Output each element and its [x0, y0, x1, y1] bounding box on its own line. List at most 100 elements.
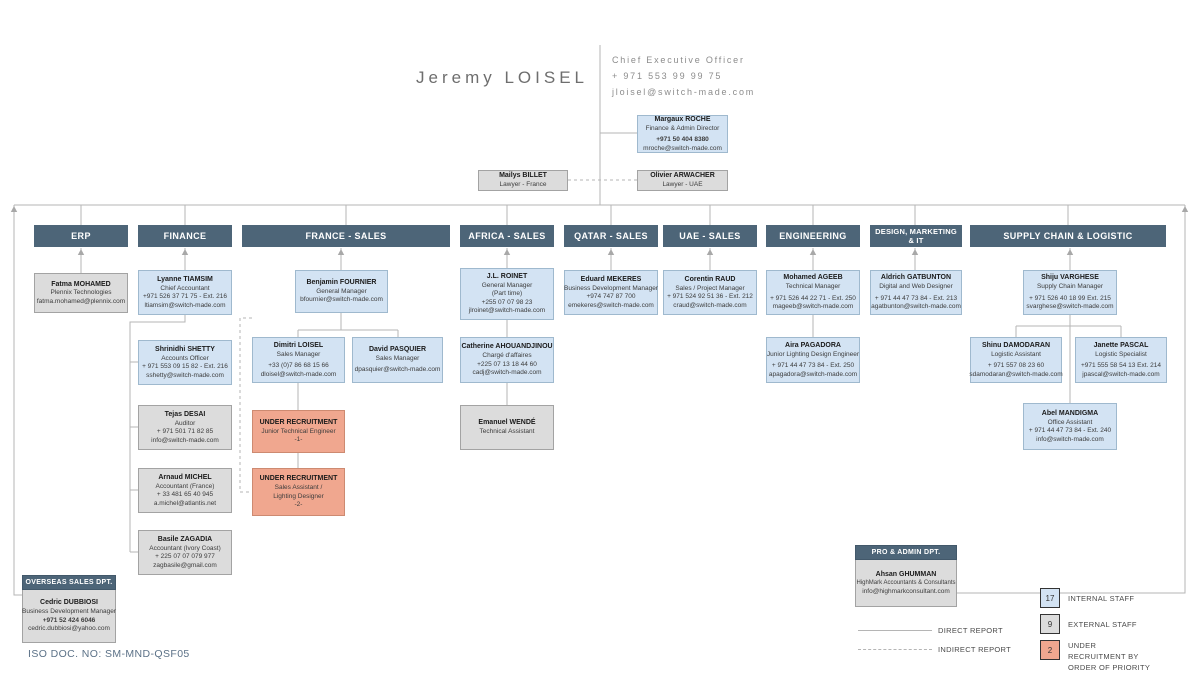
person-card-olivier-arwacher: Olivier ARWACHER Lawyer - UAE [637, 170, 728, 191]
dept-header-finance: FINANCE [138, 225, 232, 247]
person-role: Sales / Project Manager [675, 284, 745, 292]
person-name: Shiju VARGHESE [1041, 274, 1099, 282]
person-role: Technical Assistant [479, 428, 535, 436]
person-card-mohamed-ageeb: Mohamed AGEEB Technical Manager + 971 52… [766, 270, 860, 315]
dept-header-supply-chain-logistic: SUPPLY CHAIN & LOGISTIC [970, 225, 1166, 247]
person-email: fatma.mohamed@plennix.com [36, 297, 126, 305]
person-email: sdamodaran@switch-made.com [969, 370, 1063, 378]
person-phone: + 971 44 47 73 84 - Ext. 240 [1028, 427, 1112, 435]
person-role: Business Development Manager [564, 284, 658, 292]
person-card-emanuel-wende: Emanuel WENDÉ Technical Assistant [460, 405, 554, 450]
pro-admin-dept-box: PRO & ADMIN DPT. Ahsan GHUMMAN HighMark … [855, 545, 957, 607]
person-role: Sales Manager [276, 350, 321, 358]
person-email: agatbunton@switch-made.com [871, 303, 961, 311]
person-role: Accountant (Ivory Coast) [149, 544, 221, 552]
person-phone: + 971 44 47 73 84 - Ext. 250 [771, 362, 855, 370]
person-email: craud@switch-made.com [673, 301, 747, 309]
person-role: Accounts Officer [161, 354, 209, 362]
person-card-ahsan-ghumman: Ahsan GHUMMAN HighMark Accountants & Con… [855, 560, 957, 607]
person-email: svarghese@switch-made.com [1026, 303, 1114, 311]
person-name: Aira PAGADORA [785, 341, 841, 349]
person-email: bfournier@switch-made.com [300, 296, 383, 304]
recruitment-card-junior-technical-engineer: UNDER RECRUITMENT Junior Technical Engin… [252, 410, 345, 453]
person-name: Janette PASCAL [1093, 341, 1149, 349]
person-phone: +971 50 404 8380 [656, 136, 709, 144]
recruitment-title: UNDER RECRUITMENT [259, 475, 338, 483]
overseas-sales-dept-title: OVERSEAS SALES DPT. [22, 575, 116, 590]
person-phone: +971 52 424 6046 [42, 616, 96, 624]
person-phone: + 971 524 92 51 36 - Ext. 212 [667, 293, 753, 301]
ceo-info-block: Chief Executive Officer + 971 553 99 99 … [612, 53, 755, 100]
person-card-shiju-varghese: Shiju VARGHESE Supply Chain Manager + 97… [1023, 270, 1117, 315]
person-role: Chief Accountant [160, 284, 210, 292]
person-name: Mohamed AGEEB [783, 274, 843, 282]
recruitment-priority: -2- [294, 501, 303, 509]
legend-external-staff-swatch: 9 [1040, 614, 1060, 634]
person-email: dloisel@switch-made.com [260, 370, 337, 378]
person-name: Abel MANDIGMA [1041, 409, 1099, 417]
person-email: zagbasile@gmail.com [153, 561, 217, 569]
person-email: dpasquier@switch-made.com [354, 366, 441, 374]
person-card-basile-zagadia: Basile ZAGADIA Accountant (Ivory Coast) … [138, 530, 232, 575]
person-name: Shrinidhi SHETTY [155, 345, 215, 353]
person-card-jl-roinet: J.L. ROINET General Manager (Part time) … [460, 268, 554, 320]
person-card-tejas-desai: Tejas DESAI Auditor + 971 501 71 82 85 i… [138, 405, 232, 450]
person-email: info@switch-made.com [151, 436, 219, 444]
person-phone: + 971 501 71 82 85 [156, 428, 214, 436]
legend-indirect-report-label: INDIRECT REPORT [938, 645, 1011, 654]
person-phone: + 33 481 65 40 945 [156, 491, 214, 499]
person-role: Office Assistant [1047, 418, 1093, 426]
person-card-fatma-mohamed: Fatma MOHAMED Plennix Technologies fatma… [34, 273, 128, 313]
person-card-abel-mandigma: Abel MANDIGMA Office Assistant + 971 44 … [1023, 403, 1117, 450]
legend-internal-staff-swatch: 17 [1040, 588, 1060, 608]
person-card-eduard-mekeres: Eduard MEKERES Business Development Mana… [564, 270, 658, 315]
person-phone: + 971 553 09 15 82 - Ext. 216 [142, 363, 228, 371]
person-role: Junior Lighting Design Engineer [766, 350, 860, 358]
person-card-margaux-roche: Margaux ROCHE Finance & Admin Director +… [637, 115, 728, 153]
person-email: sshetty@switch-made.com [146, 371, 224, 379]
recruitment-title: UNDER RECRUITMENT [259, 419, 338, 427]
legend-internal-staff-label: INTERNAL STAFF [1068, 594, 1135, 603]
person-name: Lyanne TIAMSIM [157, 275, 213, 283]
person-role: Logistic Specialist [1095, 350, 1147, 358]
person-name: Arnaud MICHEL [158, 473, 212, 481]
person-email: info@highmarkconsultant.com [862, 587, 950, 595]
recruitment-priority: -1- [294, 436, 303, 444]
person-phone: + 225 07 07 079 977 [155, 553, 215, 561]
person-role: Auditor [174, 419, 196, 427]
person-email: cadj@switch-made.com [472, 369, 542, 377]
dept-header-france-sales: FRANCE - SALES [242, 225, 450, 247]
ceo-name: Jeremy LOISEL [416, 68, 588, 87]
person-role: Supply Chain Manager [1036, 283, 1104, 291]
person-name: Shinu DAMODARAN [981, 341, 1051, 349]
person-card-lyanne-tiamsim: Lyanne TIAMSIM Chief Accountant +971 526… [138, 270, 232, 315]
person-name: Tejas DESAI [164, 410, 206, 418]
person-role: Finance & Admin Director [645, 124, 720, 132]
person-role: HighMark Accountants & Consultants [856, 579, 956, 586]
person-name: Dimitri LOISEL [273, 341, 324, 349]
person-name: David PASQUIER [368, 346, 427, 354]
dept-header-engineering: ENGINEERING [766, 225, 860, 247]
legend-recruitment-label: UNDER RECRUITMENT BY ORDER OF PRIORITY [1068, 641, 1151, 672]
person-email: mroche@switch-made.com [643, 144, 722, 152]
person-role: Lawyer - France [499, 181, 547, 189]
person-email: emekeres@switch-made.com [568, 301, 654, 309]
recruitment-role: Sales Assistant / [274, 484, 323, 492]
person-role: Chargé d'affaires [482, 352, 532, 360]
legend-external-staff-label: EXTERNAL STAFF [1068, 620, 1137, 629]
recruitment-role: Junior Technical Engineer [261, 427, 336, 435]
person-role: Digital and Web Designer [879, 283, 953, 291]
person-phone: +971 526 37 71 75 - Ext. 216 [142, 293, 228, 301]
person-role: General Manager [316, 287, 367, 295]
ceo-title: Chief Executive Officer [612, 55, 745, 65]
person-card-dimitri-loisel: Dimitri LOISEL Sales Manager +33 (0)7 86… [252, 337, 345, 383]
person-name: Basile ZAGADIA [157, 535, 213, 543]
person-role: Technical Manager [785, 283, 841, 291]
dept-header-qatar-sales: QATAR - SALES [564, 225, 658, 247]
pro-admin-dept-title: PRO & ADMIN DPT. [855, 545, 957, 560]
person-role: Accountant (France) [155, 482, 215, 490]
person-phone: +225 07 13 18 44 60 [477, 360, 537, 368]
person-card-catherine-ahouandjinou: Catherine AHOUANDJINOU Chargé d'affaires… [460, 337, 554, 383]
